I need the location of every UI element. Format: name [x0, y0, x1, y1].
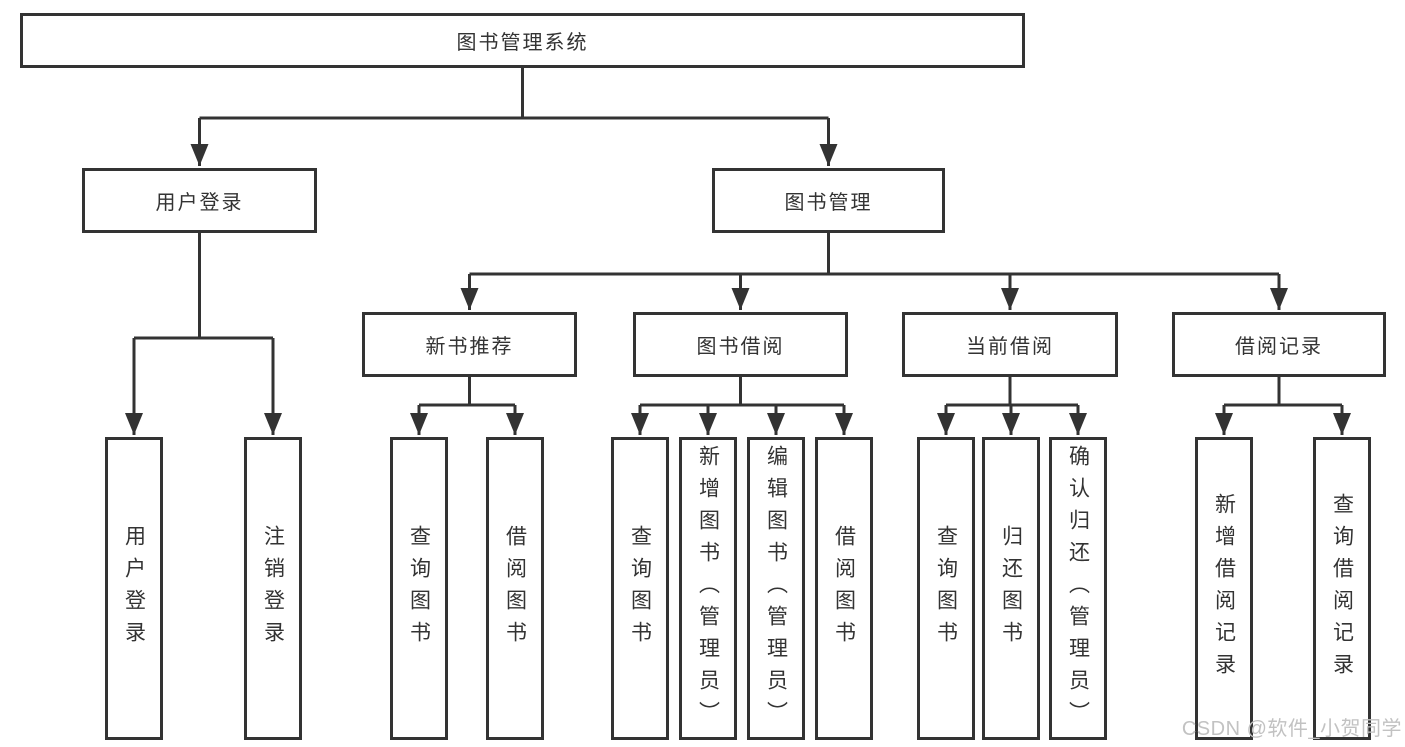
node-user-login: 用户登录 — [82, 168, 317, 233]
node-current-query-books: 查询图书 — [917, 437, 975, 740]
connector-line — [1224, 377, 1342, 407]
connector-line — [419, 377, 515, 407]
node-recommend-borrow-books: 借阅图书 — [486, 437, 544, 740]
node-borrowing-add-books-admin: 新增图书（管理员） — [679, 437, 737, 740]
connector-line — [469, 233, 1279, 276]
connector-line — [640, 377, 844, 407]
node-borrowing-edit-books-admin: 编辑图书（管理员） — [747, 437, 805, 740]
node-new-book-recommend: 新书推荐 — [362, 312, 577, 377]
node-current-return-books: 归还图书 — [982, 437, 1040, 740]
node-leaf-logout: 注销登录 — [244, 437, 302, 740]
node-book-borrowing: 图书借阅 — [633, 312, 848, 377]
node-recommend-query-books: 查询图书 — [390, 437, 448, 740]
node-book-management: 图书管理 — [712, 168, 945, 233]
connector-line — [134, 233, 273, 340]
node-root-system: 图书管理系统 — [20, 13, 1025, 68]
connector-line — [199, 68, 829, 120]
node-current-borrowing: 当前借阅 — [902, 312, 1118, 377]
node-current-confirm-return-admin: 确认归还（管理员） — [1049, 437, 1107, 740]
csdn-watermark: CSDN @软件_小贺同学 — [1181, 718, 1402, 740]
node-borrow-records: 借阅记录 — [1172, 312, 1386, 377]
node-records-query-borrow-record: 查询借阅记录 — [1313, 437, 1371, 740]
node-borrowing-query-books: 查询图书 — [611, 437, 669, 740]
node-leaf-user-login: 用户登录 — [105, 437, 163, 740]
connectors — [125, 68, 1351, 435]
node-borrowing-borrow-books: 借阅图书 — [815, 437, 873, 740]
connector-line — [946, 377, 1078, 407]
node-records-add-borrow-record: 新增借阅记录 — [1195, 437, 1253, 740]
